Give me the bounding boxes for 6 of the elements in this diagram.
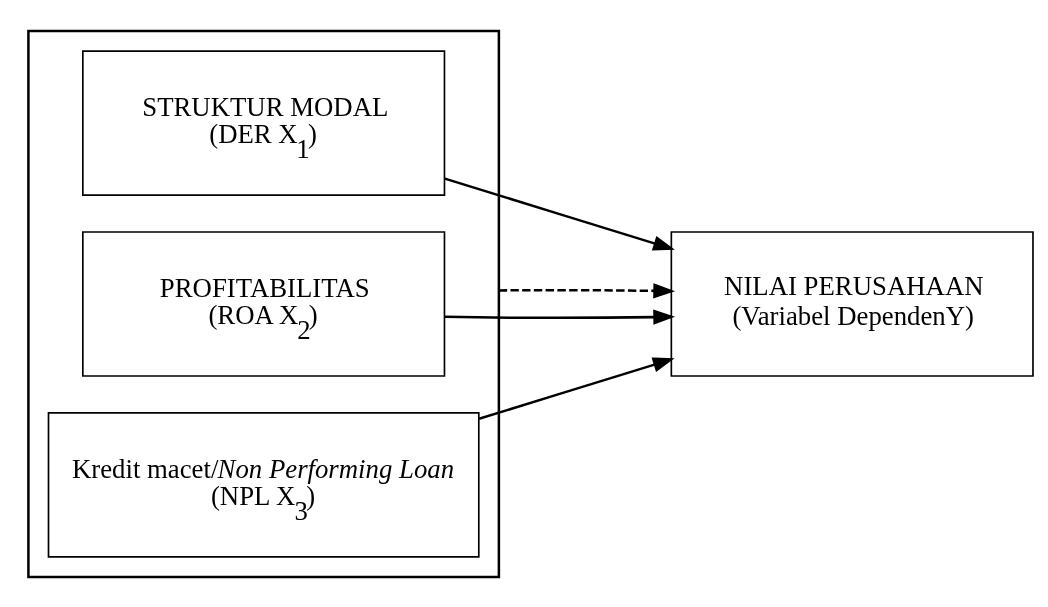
cluster bbox=[27, 29, 501, 578]
arrow bbox=[444, 309, 676, 325]
node-box: NILAI PERUSAHAAN (Variabel DependenY) bbox=[670, 230, 1034, 377]
arrow bbox=[444, 176, 675, 251]
arrow bbox=[478, 357, 675, 420]
arrow bbox=[498, 282, 676, 298]
